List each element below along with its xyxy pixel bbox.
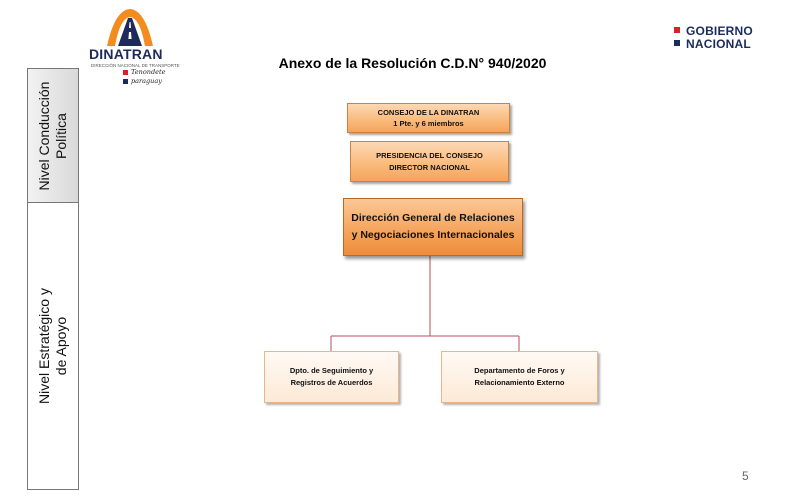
page-title: Anexo de la Resolución C.D.N° 940/2020: [278, 55, 547, 71]
road-emblem-icon: [107, 9, 153, 46]
logo-wordmark: DINATRAN: [89, 46, 163, 62]
gobierno-nacional-logo: GOBIERNO NACIONAL: [670, 25, 780, 53]
blue-square-icon: [123, 78, 128, 84]
slogan-line-1: Tenondete: [131, 68, 166, 76]
blue-square-icon: [674, 40, 680, 46]
gobierno-nacional-text: GOBIERNO NACIONAL: [686, 25, 753, 51]
red-square-icon: [674, 27, 680, 33]
box-line: Relacionamiento Externo: [474, 378, 565, 387]
box-line: CONSEJO DE LA DINATRAN: [377, 108, 480, 117]
logo-slogan: Tenondete paraguay: [123, 68, 165, 86]
box-presidencia-consejo: PRESIDENCIA DEL CONSEJO DIRECTOR NACIONA…: [350, 141, 509, 182]
page-number: 5: [742, 469, 749, 483]
box-line: 1 Pte. y 6 miembros: [393, 119, 464, 128]
gob-line-1: GOBIERNO: [686, 24, 753, 38]
box-line: y Negociaciones Internacionales: [351, 229, 515, 241]
box-line: Departamento de Foros y: [474, 366, 565, 375]
box-direccion-general-relaciones: Dirección General de Relaciones y Negoci…: [343, 198, 523, 256]
level-conduccion-politica: Nivel Conducción Política: [27, 68, 79, 203]
dinatran-logo: DINATRAN DIRECCIÓN NACIONAL DE TRANSPORT…: [85, 6, 180, 88]
box-line: Dpto. de Seguimiento y: [289, 366, 374, 375]
box-line: PRESIDENCIA DEL CONSEJO: [376, 150, 483, 160]
slogan-line-2: paraguay: [131, 77, 162, 85]
box-consejo-dinatran: CONSEJO DE LA DINATRAN 1 Pte. y 6 miembr…: [347, 103, 510, 133]
box-line: DIRECTOR NACIONAL: [389, 162, 470, 172]
red-square-icon: [123, 69, 128, 75]
box-line: Registros de Acuerdos: [290, 378, 373, 387]
box-dpto-foros: Departamento de Foros y Relacionamiento …: [441, 351, 598, 403]
box-dpto-seguimiento: Dpto. de Seguimiento y Registros de Acue…: [264, 351, 399, 403]
gob-line-2: NACIONAL: [686, 37, 751, 51]
logo-subtitle: DIRECCIÓN NACIONAL DE TRANSPORTE: [91, 63, 180, 68]
box-line: Dirección General de Relaciones: [351, 212, 515, 224]
level-estrategico-apoyo: Nivel Estratégico y de Apoyo: [27, 202, 79, 490]
